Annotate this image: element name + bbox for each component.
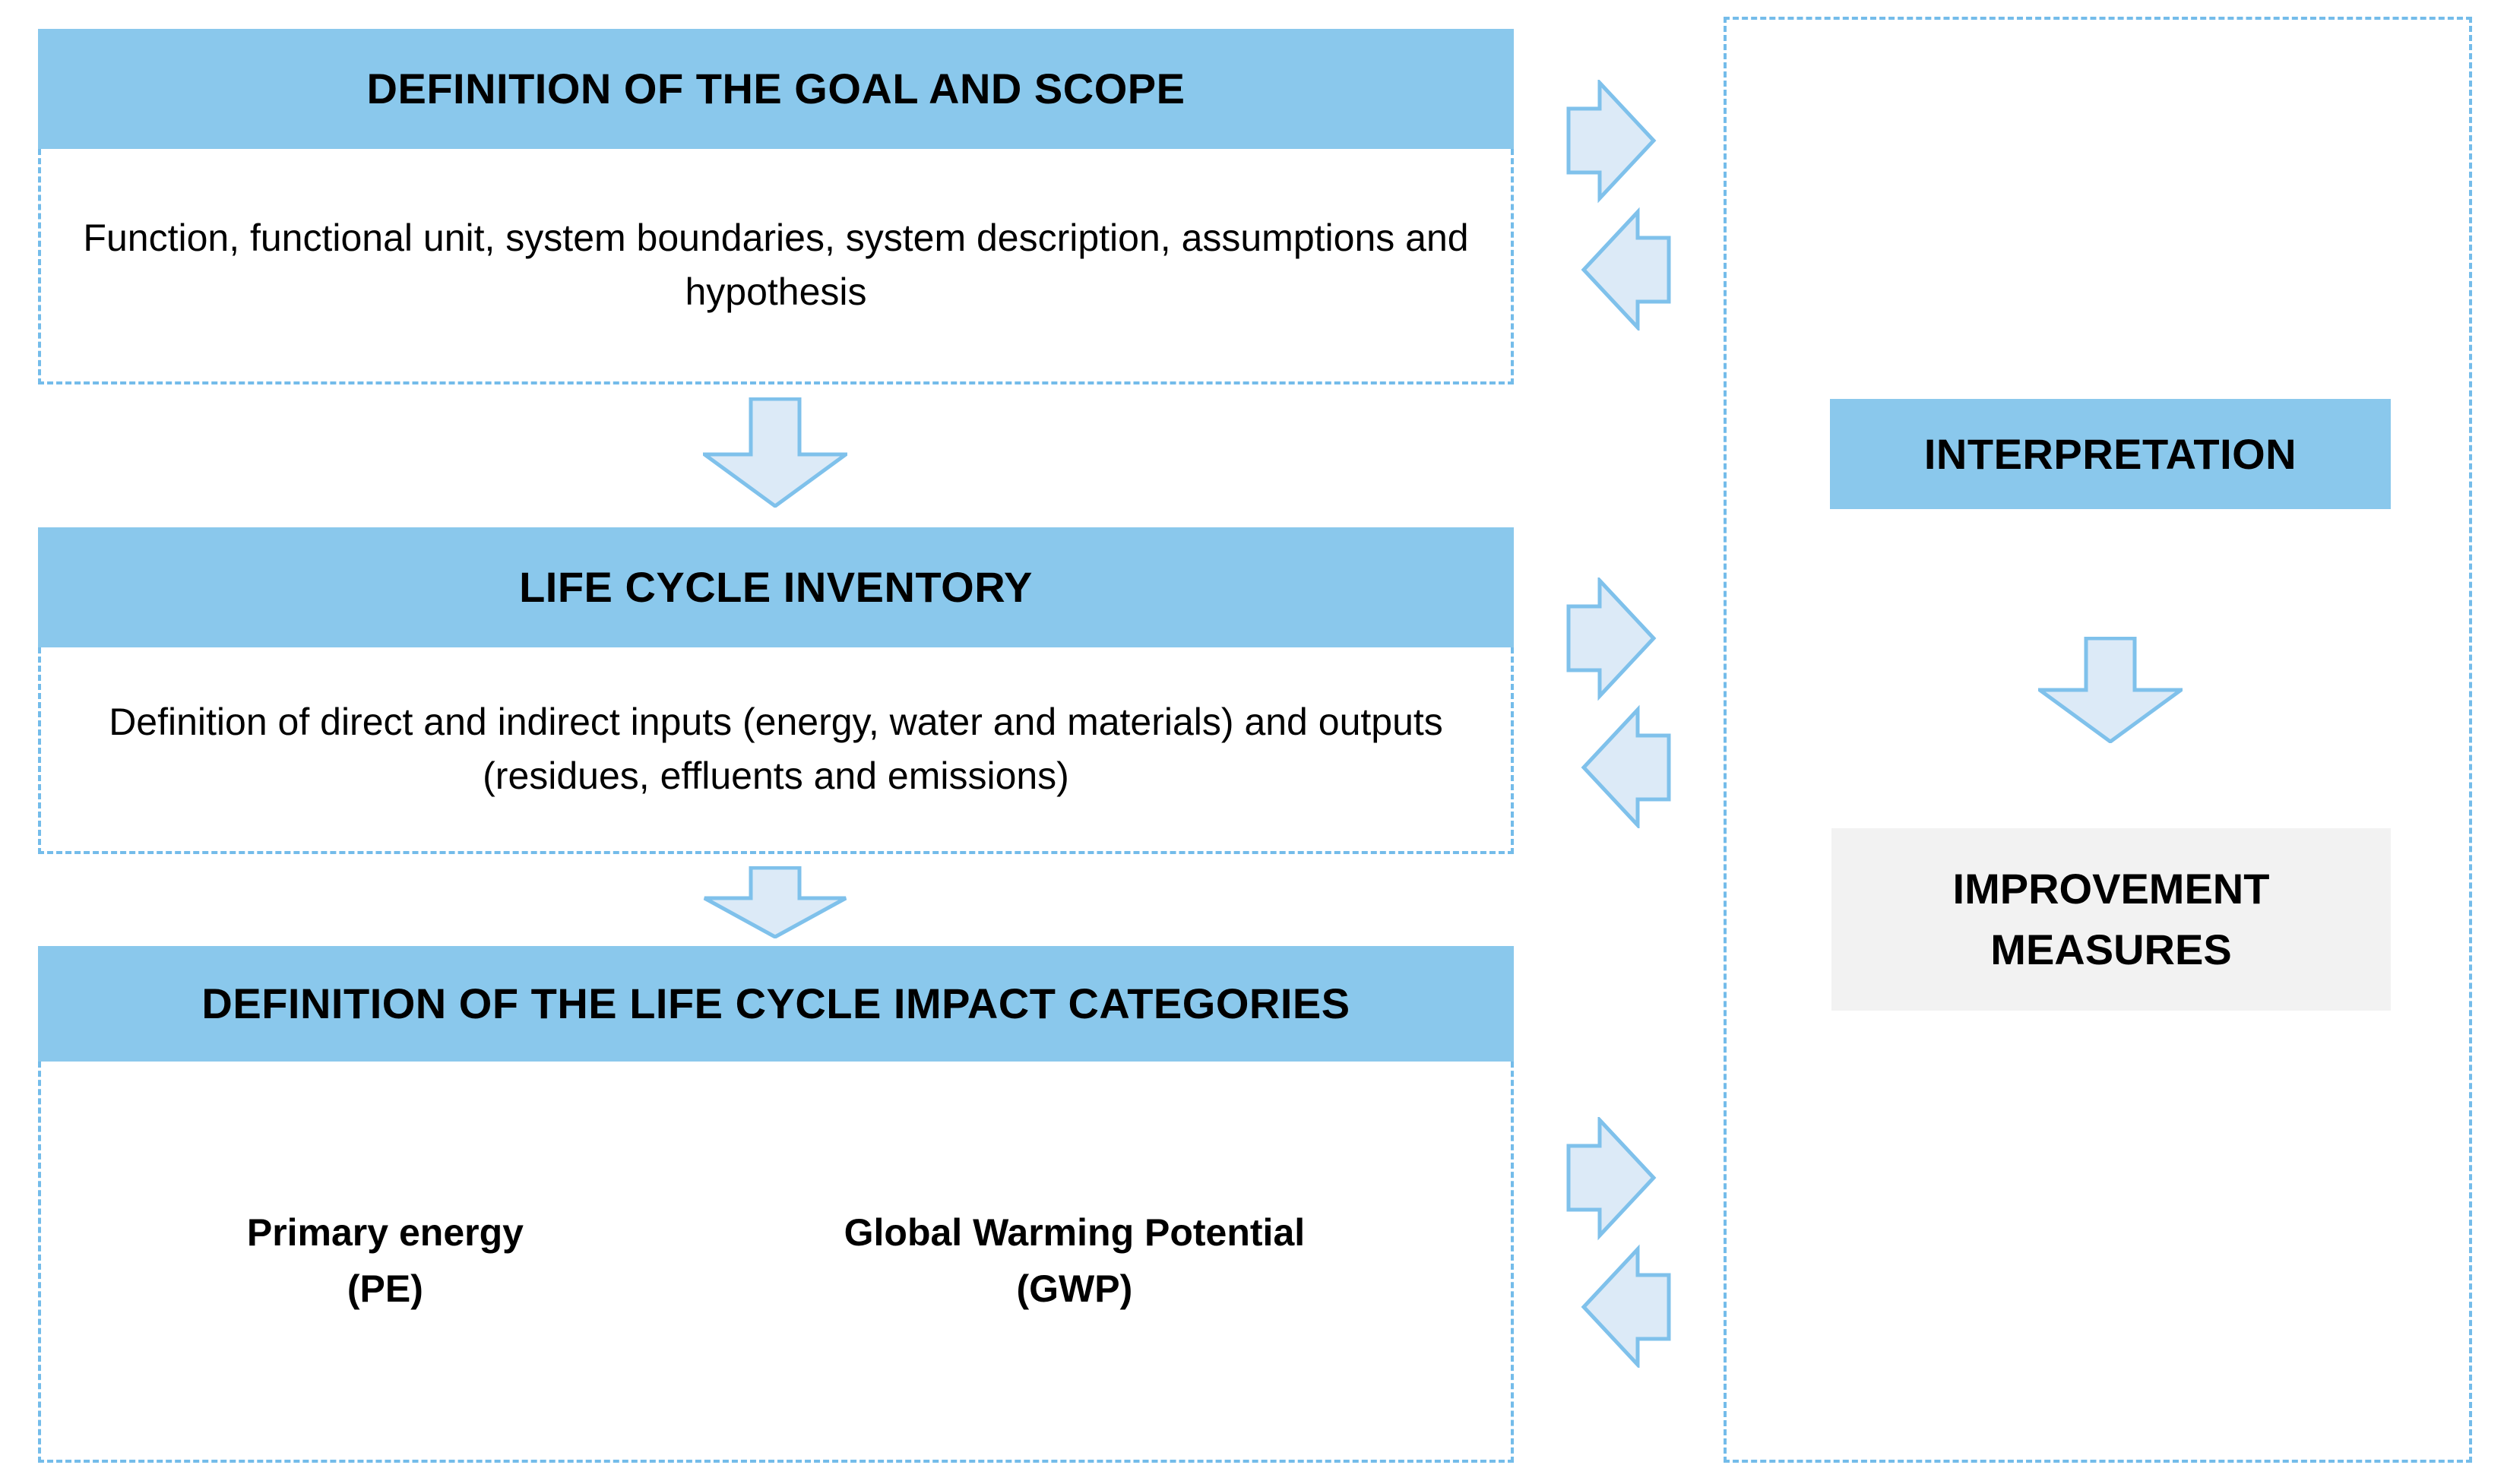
- stage-2-title: LIFE CYCLE INVENTORY: [519, 562, 1033, 611]
- bidirectional-connector-stage2: [1565, 577, 1672, 828]
- arrow-left-icon: [1581, 704, 1671, 828]
- stage-2-body: Definition of direct and indirect inputs…: [38, 647, 1514, 854]
- stage-1-header: DEFINITION OF THE GOAL AND SCOPE: [38, 29, 1514, 149]
- bidirectional-connector-stage1: [1565, 80, 1672, 331]
- interpretation-title: INTERPRETATION: [1923, 430, 2297, 478]
- bidirectional-connector-stage3: [1565, 1117, 1672, 1368]
- arrow-right-icon: [1566, 577, 1657, 701]
- impact-category-primary-energy: Primary energy (PE): [246, 1211, 524, 1310]
- arrow-down-icon: [703, 397, 847, 508]
- arrow-right-icon: [1566, 1117, 1657, 1241]
- interpretation-panel: [1724, 17, 2472, 1463]
- connector-arrow-stage2-to-stage3: [703, 866, 847, 938]
- stage-1-body-text: Function, functional unit, system bounda…: [83, 217, 1469, 313]
- arrow-right-icon: [1566, 80, 1657, 204]
- arrow-down-icon: [703, 866, 847, 938]
- connector-arrow-stage1-to-stage2: [703, 397, 847, 508]
- stage-3-header: DEFINITION OF THE LIFE CYCLE IMPACT CATE…: [38, 946, 1514, 1062]
- stage-2-header: LIFE CYCLE INVENTORY: [38, 527, 1514, 647]
- arrow-down-icon: [2038, 637, 2183, 743]
- improvement-measures-box: IMPROVEMENT MEASURES: [1831, 828, 2391, 1011]
- interpretation-header: INTERPRETATION: [1830, 399, 2391, 509]
- improvement-measures-title: IMPROVEMENT MEASURES: [1952, 865, 2270, 973]
- stage-3-title: DEFINITION OF THE LIFE CYCLE IMPACT CATE…: [201, 979, 1350, 1027]
- stage-1-title: DEFINITION OF THE GOAL AND SCOPE: [366, 64, 1186, 112]
- arrow-left-icon: [1581, 207, 1671, 331]
- stage-3-body: Primary energy (PE) Global Warming Poten…: [38, 1062, 1514, 1463]
- stage-2-body-text: Definition of direct and indirect inputs…: [109, 701, 1443, 797]
- stage-1-body: Function, functional unit, system bounda…: [38, 149, 1514, 384]
- impact-category-gwp: Global Warming Potential (GWP): [844, 1211, 1306, 1310]
- arrow-left-icon: [1581, 1244, 1671, 1368]
- connector-arrow-interpretation-to-improvement: [2038, 637, 2183, 743]
